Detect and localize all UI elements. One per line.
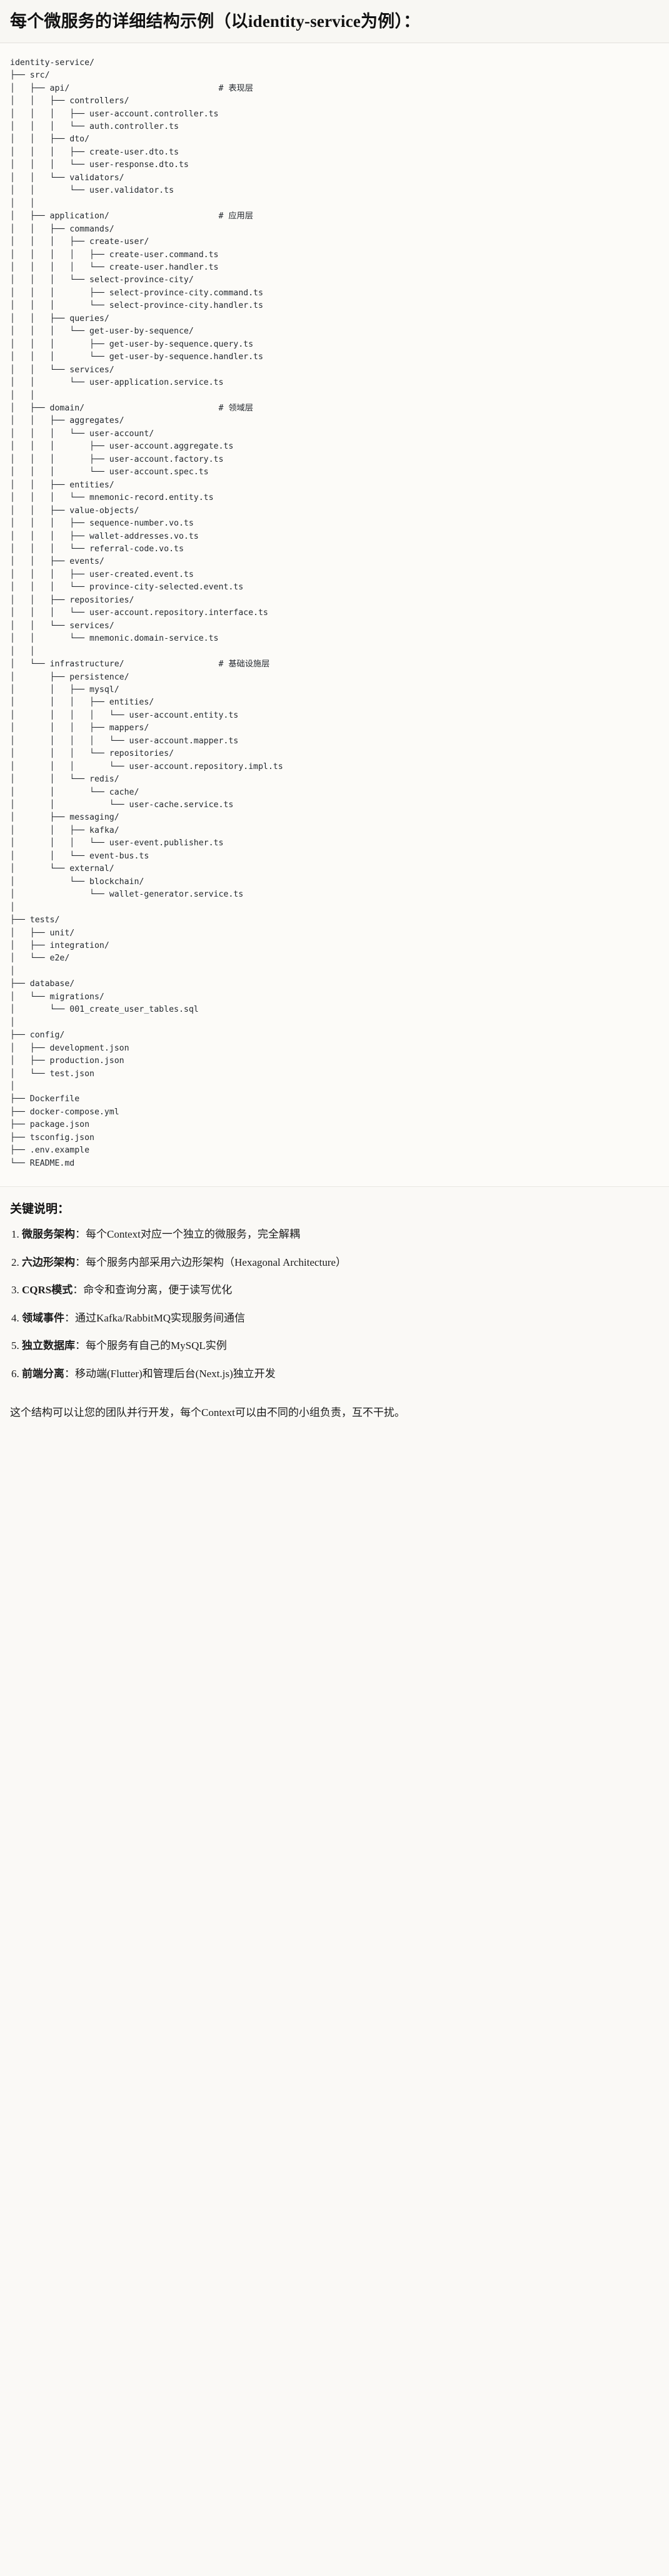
key-note-index: 6. (11, 1367, 19, 1380)
key-note-description: 命令和查询分离，便于读写优化 (83, 1284, 233, 1296)
key-note-index: 2. (11, 1256, 19, 1268)
key-note-index: 4. (11, 1311, 19, 1324)
key-note-separator: ： (75, 1228, 86, 1241)
key-note-term: 前端分离 (22, 1367, 64, 1380)
closing-paragraph: 这个结构可以让您的团队并行开发，每个Context可以由不同的小组负责，互不干扰… (0, 1405, 669, 1435)
key-note-index: 5. (11, 1340, 19, 1352)
key-note-description: 通过Kafka/RabbitMQ实现服务间通信 (75, 1311, 245, 1324)
key-note-description: 移动端(Flutter)和管理后台(Next.js)独立开发 (75, 1367, 276, 1380)
key-note-item: 4. 领域事件：通过Kafka/RabbitMQ实现服务间通信 (11, 1310, 659, 1326)
key-note-description: 每个服务有自己的MySQL实例 (86, 1340, 227, 1352)
key-note-separator: ： (64, 1311, 75, 1324)
key-note-item: 3. CQRS模式：命令和查询分离，便于读写优化 (11, 1282, 659, 1298)
key-note-index: 3. (11, 1284, 19, 1296)
key-notes-heading: 关键说明： (10, 1203, 70, 1216)
key-note-separator: ： (75, 1256, 86, 1268)
document-header: 每个微服务的详细结构示例（以identity-service为例）： (0, 0, 669, 43)
key-note-description: 每个Context对应一个独立的微服务，完全解耦 (86, 1228, 300, 1241)
page-title: 每个微服务的详细结构示例（以identity-service为例）： (10, 12, 421, 31)
directory-tree: identity-service/ ├── src/ │ ├── api/ # … (10, 58, 283, 1168)
key-note-separator: ： (64, 1367, 75, 1380)
key-note-term: 六边形架构 (22, 1256, 75, 1268)
key-note-separator: ： (73, 1284, 84, 1296)
key-note-item: 5. 独立数据库：每个服务有自己的MySQL实例 (11, 1338, 659, 1354)
directory-tree-block: identity-service/ ├── src/ │ ├── api/ # … (0, 43, 669, 1188)
key-note-term: 独立数据库 (22, 1340, 75, 1352)
key-note-description: 每个服务内部采用六边形架构（Hexagonal Architecture） (86, 1256, 346, 1268)
key-note-separator: ： (75, 1340, 86, 1352)
key-note-term: 领域事件 (22, 1311, 64, 1324)
key-note-item: 2. 六边形架构：每个服务内部采用六边形架构（Hexagonal Archite… (11, 1255, 659, 1271)
key-note-item: 1. 微服务架构：每个Context对应一个独立的微服务，完全解耦 (11, 1226, 659, 1243)
document-page: 每个微服务的详细结构示例（以identity-service为例）： ident… (0, 0, 669, 1435)
key-note-item: 6. 前端分离：移动端(Flutter)和管理后台(Next.js)独立开发 (11, 1366, 659, 1382)
key-note-term: CQRS模式 (22, 1284, 73, 1296)
key-note-index: 1. (11, 1228, 19, 1241)
key-note-term: 微服务架构 (22, 1228, 75, 1241)
